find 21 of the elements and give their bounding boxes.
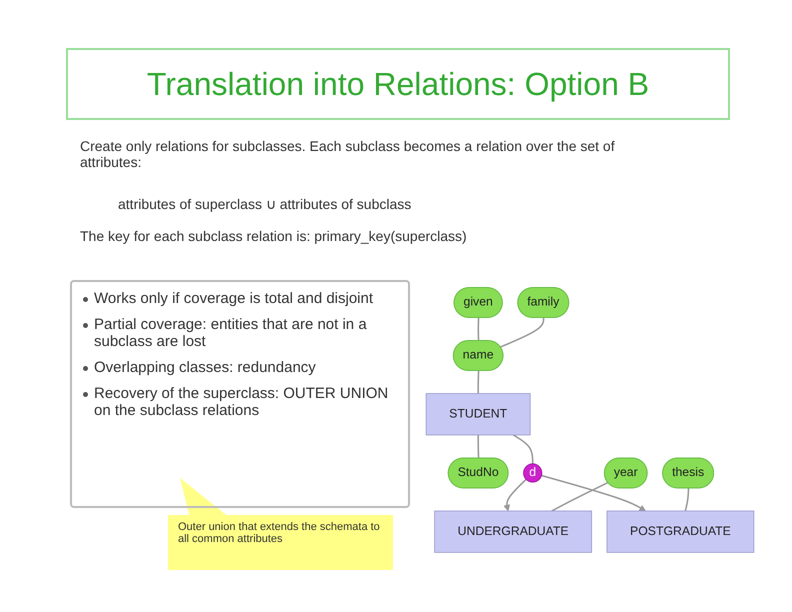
node-box: STUDENT (426, 393, 531, 436)
text-line: The key for each subclass relation is: primary_key(superclass) (80, 228, 468, 244)
arrow (541, 474, 646, 512)
connector (500, 318, 544, 348)
bullet-text: Works only if coverage is total and disjoint (94, 290, 374, 307)
connector (684, 488, 690, 512)
node-box: POSTGRADUATE (606, 510, 754, 553)
bullet-text: Recovery of the superclass: OUTER UNION on the subclass relations (94, 385, 388, 419)
connector (551, 482, 608, 512)
title: Translation into Relations: Option B (66, 48, 730, 120)
node-circle: d (523, 463, 542, 483)
connector (477, 434, 480, 458)
connector (478, 318, 480, 341)
text-line: Create only relations for subclasses. Each subclass becomes a relation over the set of attributes: (80, 138, 616, 170)
node-box: UNDERGRADUATE (434, 510, 592, 553)
bullet-text: Overlapping classes: redundancy (94, 359, 316, 376)
arrow (503, 478, 527, 512)
bullet-text: Partial coverage: entities that are not in a subclass are lost (94, 316, 367, 350)
connector (477, 370, 480, 394)
text-line: attributes of superclass ∪ attributes of subclass (118, 196, 412, 212)
connector (512, 434, 534, 464)
